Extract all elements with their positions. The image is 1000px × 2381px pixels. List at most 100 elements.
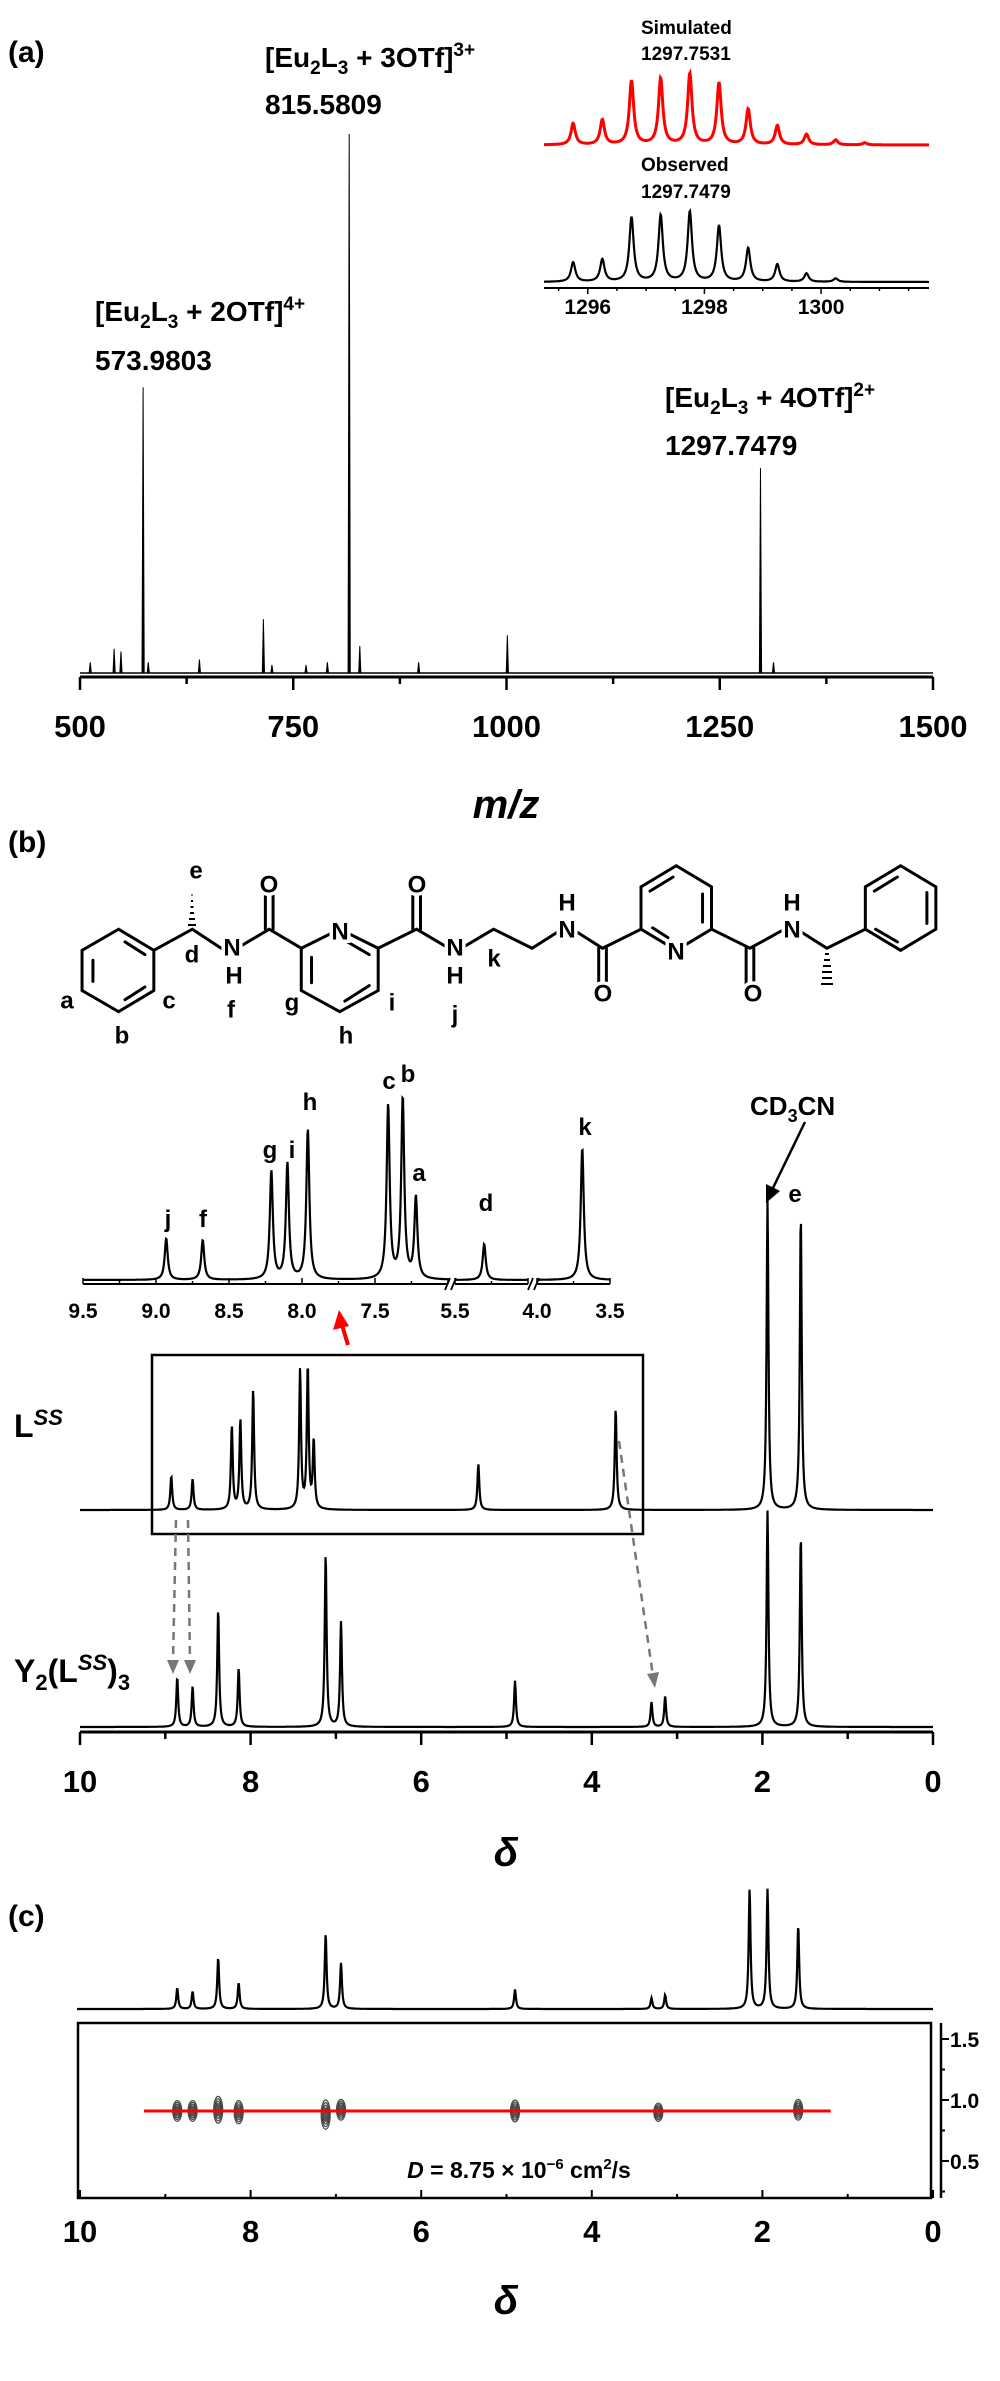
inset-peak-label-i: i: [289, 1137, 296, 1164]
inset-x-tick-label: 9.5: [68, 1300, 98, 1323]
simulated-label: Simulated: [641, 18, 732, 39]
panel-label-c: (c): [8, 1900, 45, 1933]
ms-peak: [347, 134, 351, 673]
ms-peak: [141, 387, 145, 673]
x-tick-label: 6: [413, 2214, 430, 2249]
ligand-structure: O O O O N N N N N N H H H H a b c d e f: [60, 858, 936, 1050]
solvent-arrow-icon: [766, 1121, 807, 1203]
red-arrow-icon: [333, 1310, 350, 1346]
mz-value-815: 815.5809: [265, 89, 382, 120]
atom-H: H: [558, 890, 575, 917]
ms-peak: [417, 662, 421, 673]
inset-x-tick-label: 3.5: [595, 1300, 625, 1323]
atom-N: N: [558, 917, 575, 944]
proton-label-e: e: [189, 858, 202, 885]
x-tick-label: 4: [583, 1764, 601, 1799]
atom-H: H: [225, 963, 242, 990]
x-tick-label: 6: [413, 1764, 430, 1799]
ms-peak: [358, 646, 362, 673]
ms-peak: [261, 619, 265, 673]
x-tick-label: 10: [63, 2214, 97, 2249]
inset-peak-label-h: h: [303, 1089, 318, 1116]
mz-value-573: 573.9803: [95, 345, 212, 376]
structure-bonds: [82, 866, 936, 1012]
inset-x-tick-label: 1298: [681, 296, 728, 319]
arrowhead-icons: [167, 1660, 659, 1688]
x-tick-label: 8: [242, 2214, 259, 2249]
nmr-trace-complex: [80, 1510, 933, 1729]
proton-label-i: i: [389, 990, 396, 1017]
ms-peak: [505, 635, 509, 673]
inset-trace-segment: [537, 1147, 610, 1281]
axis-break-icon: [444, 1277, 457, 1291]
proton-label-j: j: [451, 1002, 459, 1029]
nmr-trace-ligand: [80, 1200, 933, 1512]
simulated-value: 1297.7531: [641, 44, 731, 65]
proton-label-k: k: [487, 946, 501, 973]
atom-O: O: [408, 872, 427, 899]
inset-trace-segment: [455, 1241, 528, 1281]
x-tick-label: 2: [754, 2214, 771, 2249]
ion-label-3plus: [Eu2L3 + 3OTf]3+: [265, 40, 475, 79]
ms-peak: [270, 664, 274, 673]
x-tick-label: 1000: [472, 709, 541, 744]
inset-x-tick-label: 8.5: [214, 1300, 244, 1323]
x-tick-label: 1250: [685, 709, 754, 744]
proton-label-h: h: [339, 1023, 354, 1050]
ms-peak: [325, 662, 329, 673]
atom-O: O: [594, 981, 613, 1008]
x-tick-label: 10: [63, 1764, 97, 1799]
atom-N: N: [331, 919, 348, 946]
inset-peak-label-b: b: [401, 1061, 416, 1088]
diffusion-coefficient-label: D = 8.75 × 10−6 cm2/s: [407, 2156, 631, 2183]
ms-peak: [197, 659, 202, 673]
zoom-region-box: [150, 1353, 645, 1536]
y-tick-label: 1.0: [950, 2090, 979, 2113]
panel-label-b: (b): [8, 826, 46, 859]
proton-label-b: b: [115, 1023, 130, 1050]
inset-peak-label-d: d: [479, 1190, 494, 1217]
x-tick-label: 2: [754, 1764, 771, 1799]
atom-N: N: [667, 939, 684, 966]
inset-x-tick-label: 8.0: [287, 1300, 316, 1323]
inset-x-tick-label: 9.0: [141, 1300, 170, 1323]
hashed-wedge-bonds: [188, 894, 833, 985]
x-tick-label: 750: [267, 709, 319, 744]
inset-peak-label-k: k: [578, 1114, 592, 1141]
solvent-label: CD3CN: [750, 1091, 835, 1126]
panel-b: (b): [8, 826, 942, 1875]
x-axis-title-delta-c: δ: [494, 2279, 519, 2323]
ion-label-4plus: [Eu2L3 + 2OTf]4+: [95, 294, 305, 333]
series-label-complex: Y2(LSS)3: [14, 1650, 130, 1695]
proton-label-e-peak: e: [788, 1181, 801, 1208]
proton-label-c: c: [162, 988, 175, 1015]
ms-peak: [88, 662, 92, 673]
x-tick-label: 1500: [899, 709, 968, 744]
atom-labels: O O O O N N N N N N H H H H a b c d e f: [60, 858, 804, 1050]
atom-N: N: [783, 917, 800, 944]
proton-label-g: g: [285, 990, 300, 1017]
x-axis-title-mz: m/z: [473, 783, 540, 827]
ms-peak: [146, 662, 150, 673]
atom-H: H: [783, 890, 800, 917]
inset-x-tick-label: 1300: [798, 296, 845, 319]
panel-label-a: (a): [8, 36, 45, 69]
atom-N: N: [446, 935, 463, 962]
observed-isotope-trace: [544, 207, 929, 284]
inset-x-tick-label: 4.0: [522, 1300, 551, 1323]
atom-H: H: [446, 963, 463, 990]
atom-N: N: [223, 935, 240, 962]
inset-peak-label-a: a: [412, 1160, 426, 1187]
ms-peak: [758, 468, 763, 673]
inset-peak-label-c: c: [382, 1068, 395, 1095]
inset-x-tick-label: 1296: [564, 296, 611, 319]
atom-O: O: [260, 872, 279, 899]
dosy-frame: [76, 2021, 933, 2200]
inset-x-tick-label: 5.5: [440, 1300, 470, 1323]
series-label-ligand: LSS: [14, 1405, 63, 1444]
